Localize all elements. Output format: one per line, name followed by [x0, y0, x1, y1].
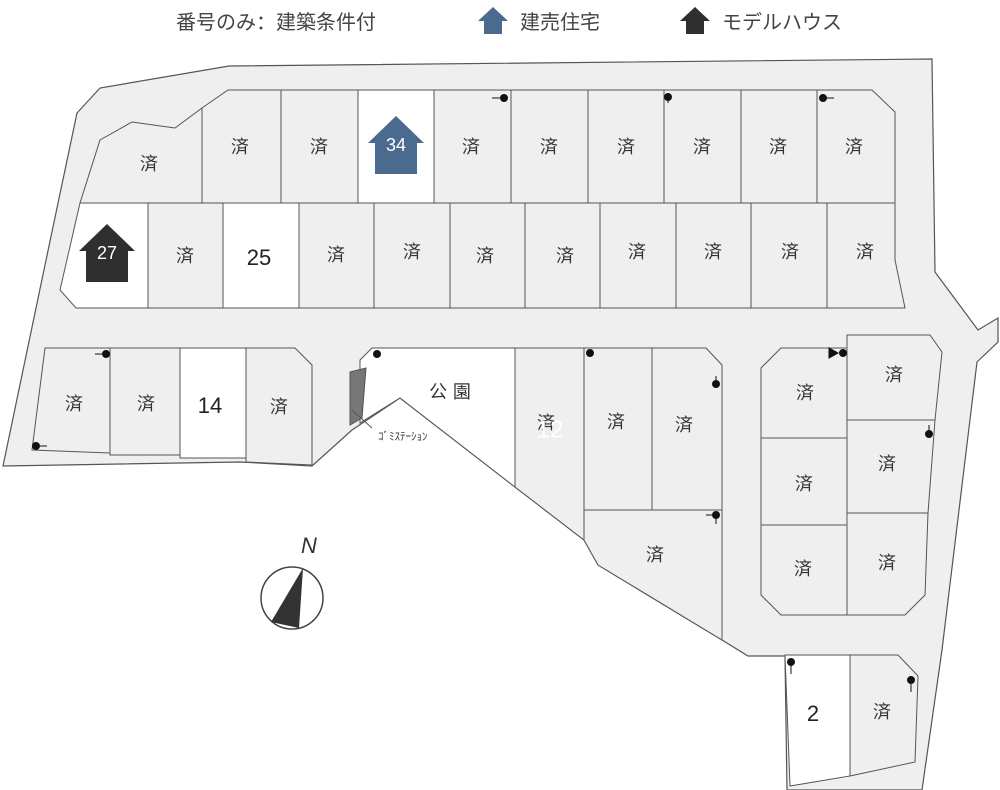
- sold-label: 済: [540, 137, 558, 158]
- lot-row2-4[interactable]: [298, 202, 375, 309]
- lot-12[interactable]: [514, 347, 585, 542]
- lot-center-4[interactable]: [583, 509, 723, 641]
- legend-model-house: モデルハウス: [722, 10, 842, 34]
- sold-label: 済: [878, 454, 896, 475]
- sold-label: 済: [845, 137, 863, 158]
- lot-number-2: 2: [807, 701, 819, 726]
- sold-label: 済: [310, 137, 328, 158]
- lot-row2-10[interactable]: [750, 202, 828, 309]
- utility-pole-icon: [32, 93, 933, 692]
- legend-built-for-sale: 建売住宅: [520, 10, 600, 34]
- sold-label: 済: [176, 246, 194, 267]
- sold-label: 済: [781, 242, 799, 263]
- park-label: 公 園: [429, 382, 471, 403]
- legend: 番号のみ：建築条件付 建売住宅 モデルハウス: [0, 0, 1000, 40]
- sold-label: 済: [646, 545, 664, 566]
- garbage-station-label: ｺﾞﾐｽﾃｰｼｮﾝ: [378, 430, 428, 443]
- lot-right-2[interactable]: [846, 334, 943, 421]
- lot-number-14: 14: [198, 393, 222, 418]
- lot-25[interactable]: [222, 202, 300, 309]
- sold-label: 済: [794, 559, 812, 580]
- sold-label: 済: [885, 365, 903, 386]
- sold-label: 済: [796, 383, 814, 404]
- lot-center-3[interactable]: [651, 347, 723, 511]
- house-icon-model-house: [680, 7, 710, 34]
- house-icon-lot-34[interactable]: 34: [368, 116, 424, 174]
- sold-label: 済: [856, 242, 874, 263]
- sold-label: 済: [795, 474, 813, 495]
- house-icon-built-for-sale: [478, 7, 508, 34]
- sold-label: 済: [140, 154, 158, 175]
- sold-label: 済: [476, 246, 494, 267]
- sold-label: 済: [462, 137, 480, 158]
- lot-number-25: 25: [247, 245, 271, 270]
- sold-labels: 済 済 済 済 済 済 済 済 済 済 済 済 済 済 済 済 済 済 済 済 …: [65, 137, 903, 723]
- sold-label: 済: [607, 412, 625, 433]
- lot-number-34: 34: [386, 135, 406, 155]
- garbage-station: [349, 367, 367, 426]
- lot-row2-9[interactable]: [675, 202, 752, 309]
- lot-top-10[interactable]: [816, 89, 896, 204]
- sold-label: 済: [769, 137, 787, 158]
- lot-top-9[interactable]: [740, 89, 818, 204]
- lot-top-7[interactable]: [587, 89, 665, 204]
- north-label: N: [301, 533, 317, 558]
- compass-icon: N: [260, 533, 324, 630]
- lot-row2-2[interactable]: [147, 202, 224, 309]
- lot-center-2[interactable]: [583, 347, 653, 511]
- sold-label: 済: [617, 137, 635, 158]
- sold-label: 済: [693, 137, 711, 158]
- sold-label: 済: [878, 553, 896, 574]
- sold-label: 済: [270, 397, 288, 418]
- sold-label: 済: [231, 137, 249, 158]
- lot-left-2[interactable]: [109, 347, 181, 456]
- sold-label: 済: [65, 394, 83, 415]
- lot-row2-6[interactable]: [449, 202, 526, 309]
- sold-label: 済: [327, 245, 345, 266]
- legend-numbered-only: 番号のみ：建築条件付: [176, 10, 376, 34]
- lot-number-27: 27: [97, 243, 117, 263]
- sold-label: 済: [137, 394, 155, 415]
- lot-row2-7[interactable]: [524, 202, 601, 309]
- sold-label: 済: [556, 246, 574, 267]
- house-icon-lot-27[interactable]: 27: [79, 224, 135, 282]
- lot-number-12: 12: [537, 416, 564, 443]
- lot-left-4[interactable]: [245, 347, 313, 466]
- park: [359, 347, 516, 489]
- sold-label: 済: [537, 413, 555, 434]
- sold-label: 済: [403, 242, 421, 263]
- lot-top-8[interactable]: [663, 89, 742, 204]
- lot-right-6[interactable]: [846, 512, 929, 616]
- lot-right-5[interactable]: [760, 524, 848, 616]
- lot-bottom-2[interactable]: [849, 654, 919, 777]
- lot-14[interactable]: [179, 347, 247, 459]
- sold-label: 済: [675, 415, 693, 436]
- sold-label: 済: [704, 242, 722, 263]
- sold-label: 済: [628, 242, 646, 263]
- sold-label: 済: [873, 702, 891, 723]
- lot-row2-11[interactable]: [826, 202, 906, 309]
- lot-top-6[interactable]: [510, 89, 589, 204]
- lot-row2-5[interactable]: [373, 202, 451, 309]
